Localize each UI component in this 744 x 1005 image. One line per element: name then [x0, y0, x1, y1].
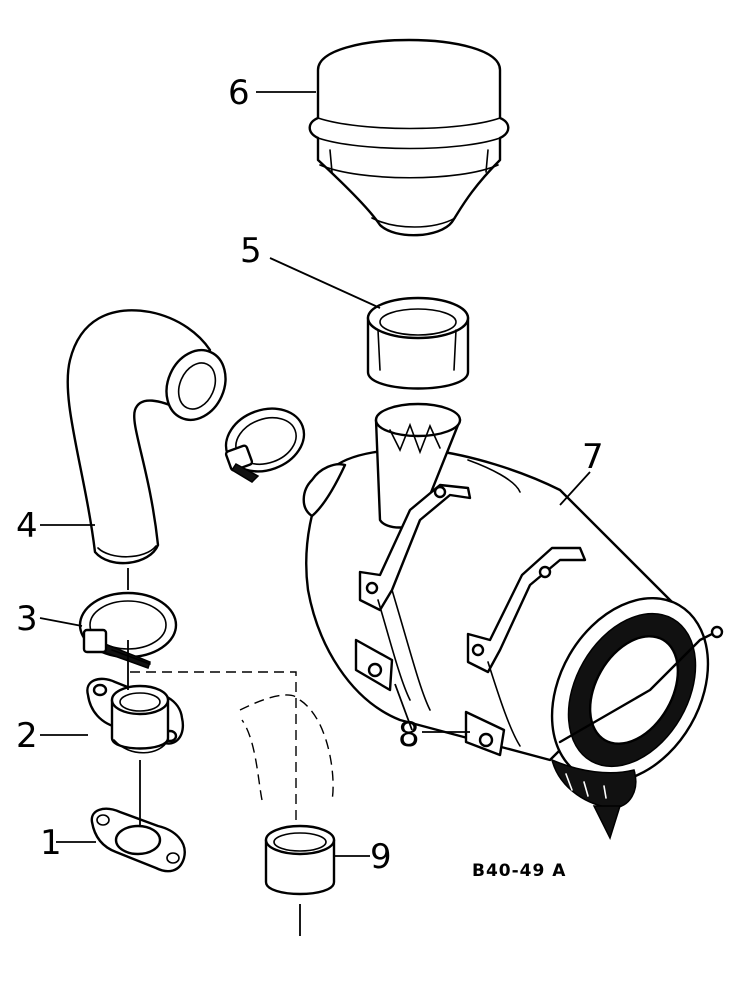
part-4-elbow-hose: [66, 309, 227, 565]
callout-1: 1: [40, 823, 62, 863]
part-1-gasket: [90, 807, 186, 873]
leader-8-a: [394, 683, 413, 731]
part-7-air-cleaner-housing: [302, 402, 724, 840]
reference-code: B40-49 A: [472, 861, 566, 881]
leader-7: [559, 471, 591, 506]
dashed-ghost-hose: [239, 694, 334, 801]
part-6-precleaner-cap: [308, 38, 510, 237]
callout-4: 4: [16, 506, 38, 546]
callout-5: 5: [240, 231, 262, 271]
part-9-sleeve: [264, 824, 336, 896]
callout-7: 7: [582, 437, 604, 477]
callout-8: 8: [398, 715, 420, 755]
part-2-flange-adapter: [86, 677, 185, 754]
callout-2: 2: [16, 716, 38, 756]
leader-3: [39, 617, 83, 627]
callout-3: 3: [16, 599, 38, 639]
leader-5: [269, 257, 381, 309]
hose-clamp-upper: [224, 407, 306, 483]
part-3-hose-clamp: [78, 591, 178, 669]
part-5-sleeve: [366, 296, 470, 390]
callout-6: 6: [228, 73, 250, 113]
dashed-routing-line: [130, 671, 297, 826]
callout-9: 9: [370, 837, 392, 877]
